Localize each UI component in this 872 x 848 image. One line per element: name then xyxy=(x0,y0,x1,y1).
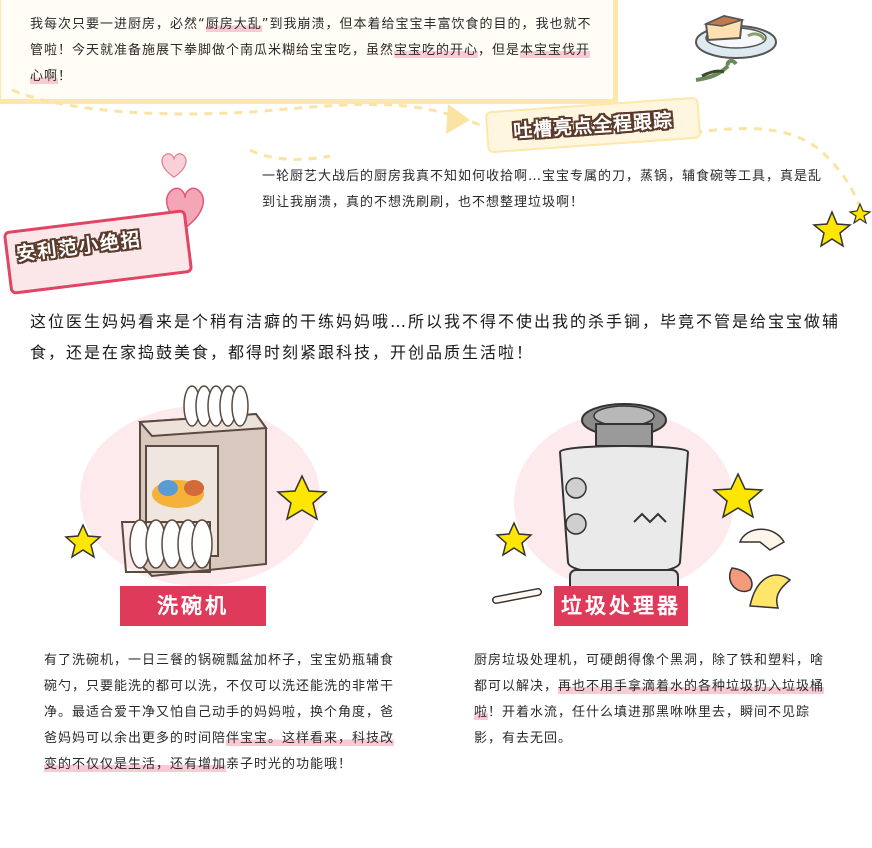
highlighted-text: 宝宝吃的开心 xyxy=(394,43,479,58)
bowl-illustration xyxy=(695,14,777,82)
star-icon xyxy=(495,521,533,557)
intro-box-text: 我每次只要一进厨房，必然“厨房大乱”到我崩溃，但本着给宝宝丰富饮食的目的，我也就… xyxy=(30,12,600,90)
paragraph-segment: ，但是 xyxy=(478,43,521,58)
dishwasher-description: 有了洗碗机，一日三餐的锅碗瓢盆加杯子，宝宝奶瓶辅食碗勺，只要能洗的都可以洗，不仅… xyxy=(44,648,400,778)
star-icon xyxy=(712,472,764,519)
star-icon xyxy=(812,202,872,248)
garbage-disposer-label: 垃圾处理器 xyxy=(554,586,688,626)
intro-paragraph: 这位医生妈妈看来是个稍有洁癖的干练妈妈哦…所以我不得不使出我的杀手锏，毕竟不管是… xyxy=(30,312,841,362)
dishwasher-label: 洗碗机 xyxy=(120,586,266,626)
star-icon xyxy=(64,523,102,559)
paragraph-segment: 我每次只要一进厨房，必然“ xyxy=(30,17,206,32)
paragraph-segment: 厨房垃圾处理机，可硬朗得像个黑洞，除了铁和塑料，啥都可以解决， xyxy=(474,653,825,694)
highlighted-text: 厨房大乱 xyxy=(205,17,262,32)
star-icon xyxy=(276,474,328,521)
dishwasher-illustration xyxy=(80,385,320,586)
garbage-disposer-description: 厨房垃圾处理机，可硬朗得像个黑洞，除了铁和塑料，啥都可以解决，再也不用手拿滴着水… xyxy=(474,648,834,752)
garbage-disposer-illustration xyxy=(492,403,792,609)
mid-paragraph: 一轮厨艺大战后的厨房我真不知如何收拾啊…宝宝专属的刀，蒸锅，辅食碗等工具，真是乱… xyxy=(262,169,823,210)
paragraph-segment: ！ xyxy=(58,69,73,84)
paragraph-segment: 亲子时光的功能哦！ xyxy=(226,757,353,772)
paragraph-segment: ！开着水流，任什么填进那黑咻咻里去，瞬间不见踪影，有去无回。 xyxy=(474,705,811,746)
paragraph-segment: 有了洗碗机，一日三餐的锅碗瓢盆加杯子，宝宝奶瓶辅食碗勺，只要能洗的都可以洗，不仅… xyxy=(44,653,395,746)
intro-frame xyxy=(0,0,618,104)
paragraph-segment: ”到我崩溃，但本着给宝宝丰富饮食的目的，我也就不管啦！今天就准备施展下拳脚做个南… xyxy=(30,17,592,58)
